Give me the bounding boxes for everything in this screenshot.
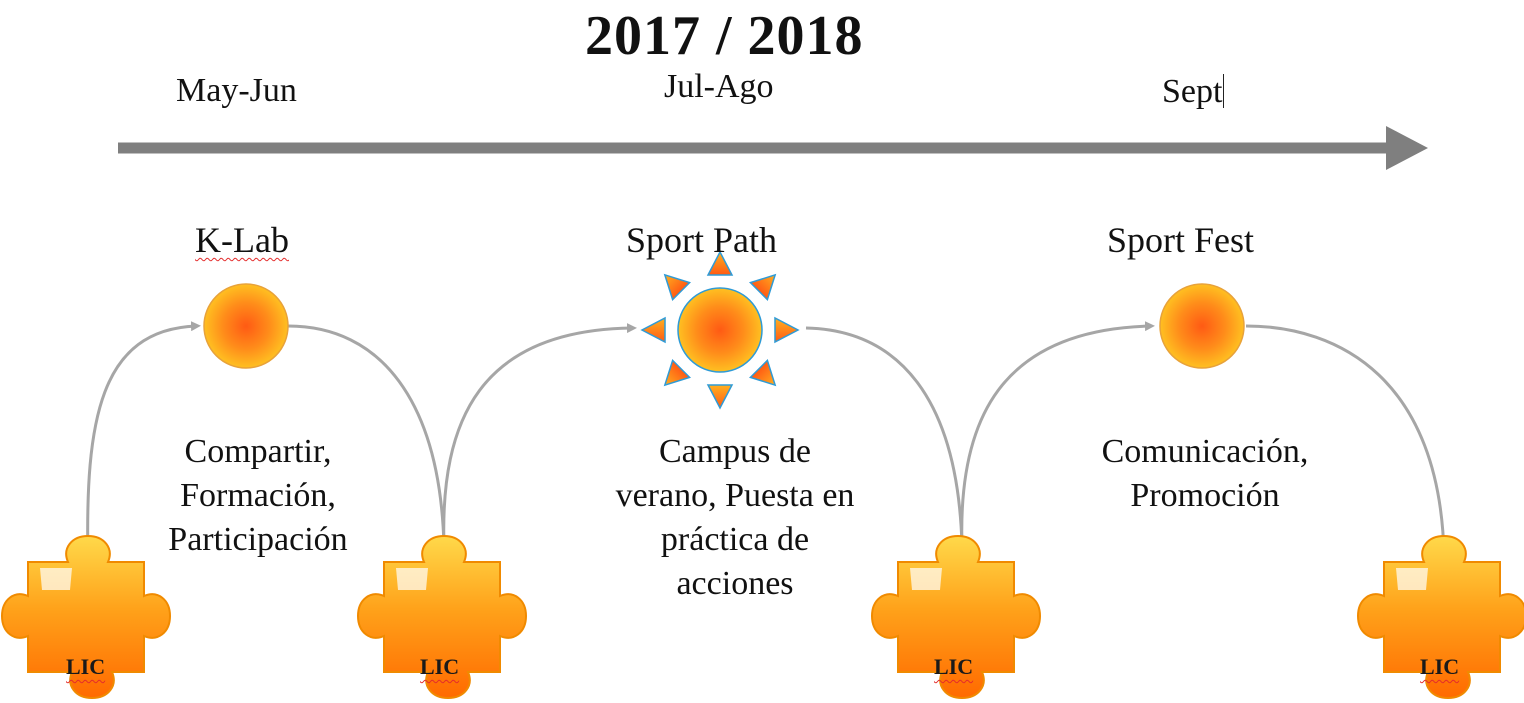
connector-arrow-2 xyxy=(287,324,449,551)
puzzle-label: LIC xyxy=(1420,654,1460,679)
puzzle-label: LIC xyxy=(420,654,460,679)
description-line: Promoción xyxy=(1130,477,1280,514)
puzzle-piece-icon xyxy=(357,535,527,699)
description-line: verano, Puesta en xyxy=(615,477,855,514)
page-title: 2017 / 2018 xyxy=(585,5,864,67)
period-label: Jul-Ago xyxy=(664,68,774,105)
connector-arrows xyxy=(86,321,1449,561)
connector-arrow-6 xyxy=(1245,324,1449,560)
description-line: Formación, xyxy=(180,477,336,514)
connector-arrow-4 xyxy=(805,326,967,551)
puzzle-label: LIC xyxy=(934,654,974,679)
connector-arrow-5 xyxy=(960,321,1155,547)
connector-arrow-1 xyxy=(86,321,201,561)
description-line: práctica de xyxy=(660,521,810,558)
puzzle-label: LIC xyxy=(66,654,106,679)
timeline-arrow xyxy=(118,126,1428,170)
description-line: Participación xyxy=(168,521,348,558)
description-line: Compartir, xyxy=(184,433,332,470)
description-block: Compartir, Formación, Participación xyxy=(118,430,398,562)
puzzle-piece-icon xyxy=(1,535,171,699)
milestone-label: Sport Fest xyxy=(1107,222,1254,258)
k-lab-circle-icon xyxy=(203,283,289,369)
sport-fest-circle-icon xyxy=(1159,283,1245,369)
milestone-label-text: Sport Fest xyxy=(1107,220,1255,260)
description-block: Comunicación, Promoción xyxy=(1060,430,1350,518)
sun-icon xyxy=(640,250,800,410)
description-line: Comunicación, xyxy=(1101,433,1309,470)
puzzle-piece-icon xyxy=(1357,535,1524,699)
description-line: Campus de xyxy=(658,433,812,470)
description-line: acciones xyxy=(676,565,794,602)
milestone-label-text: Sport Path xyxy=(626,220,778,260)
milestone-label-text: K-Lab xyxy=(195,220,289,260)
period-label-group: Sept xyxy=(1162,73,1225,110)
period-label: Sept xyxy=(1162,73,1223,110)
milestone-label: K-Lab xyxy=(195,222,289,258)
description-block: Campus de verano, Puesta en práctica de … xyxy=(580,430,890,606)
connector-arrow-3 xyxy=(442,323,637,547)
puzzle-piece-icon xyxy=(871,535,1041,699)
text-cursor xyxy=(1223,74,1225,108)
period-label: May-Jun xyxy=(176,72,297,109)
milestone-label: Sport Path xyxy=(626,222,777,258)
